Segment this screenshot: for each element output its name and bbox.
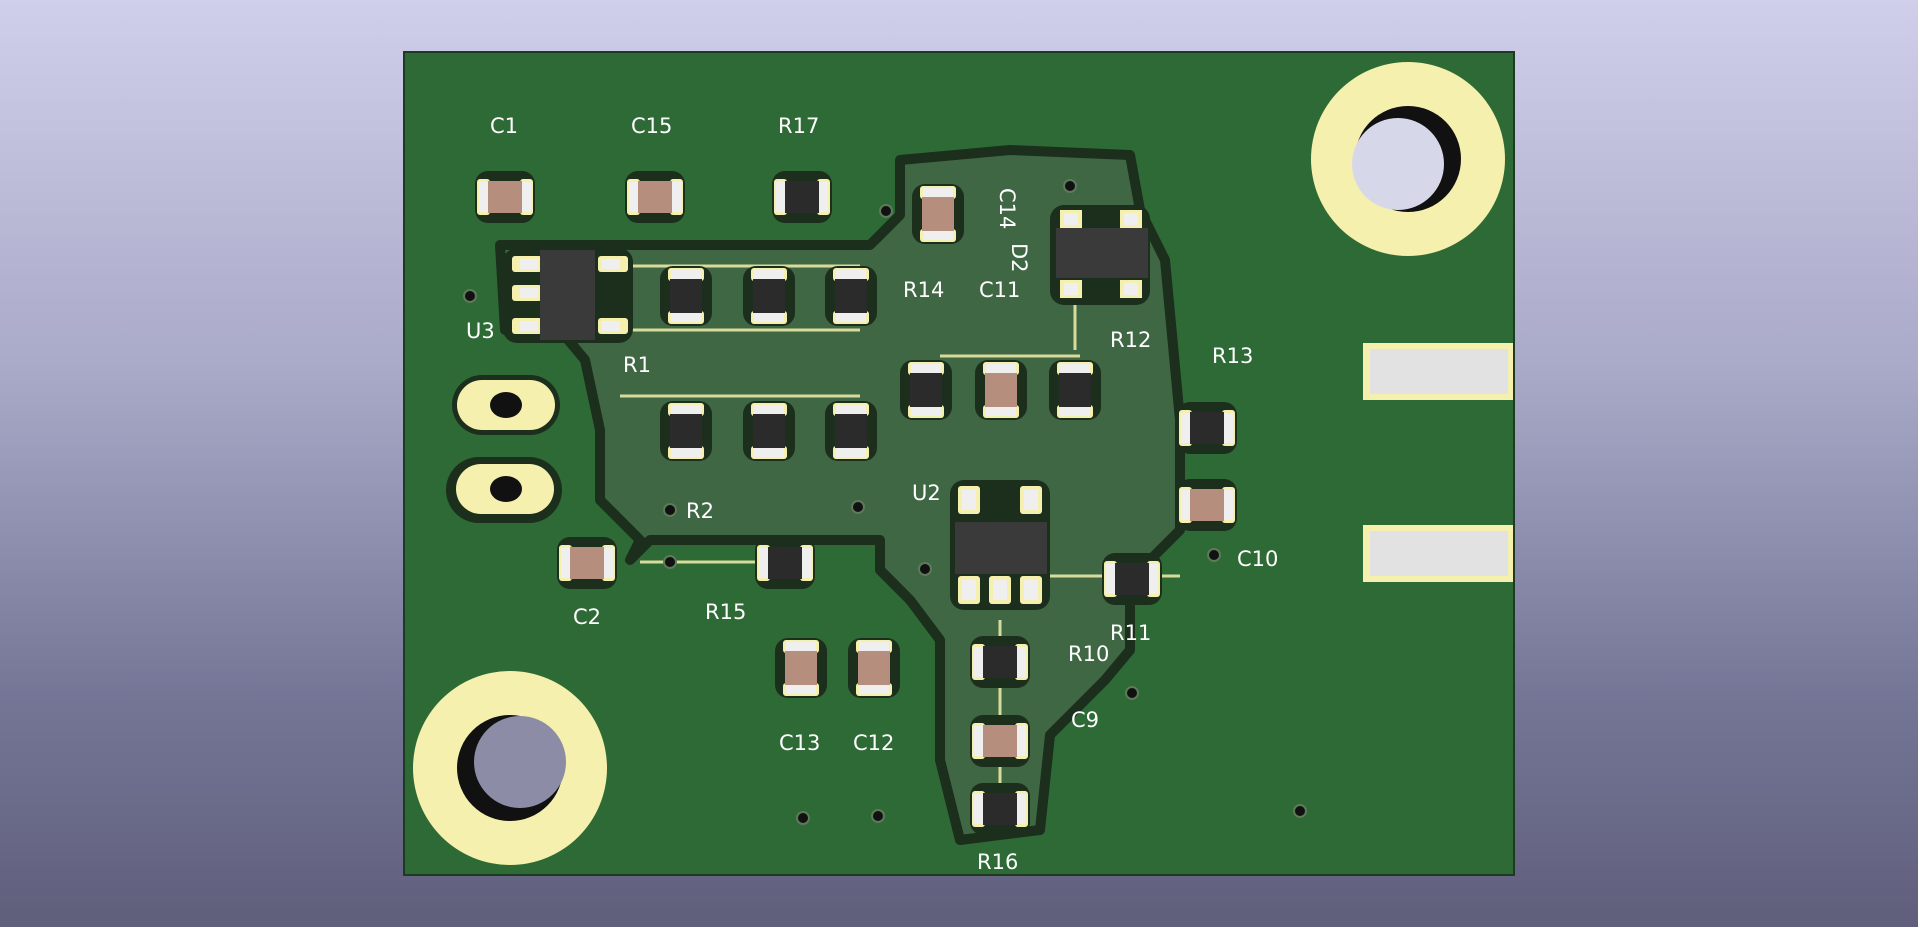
label-c12: C12 [853,731,894,755]
label-r10: R10 [1068,642,1109,666]
resistor-r1c [825,266,877,326]
silkscreen-labels: C1 C15 R17 C14 D2 R14 C11 R12 R13 U3 R1 … [466,114,1278,874]
resistor-r10 [970,636,1030,688]
resistor-r16 [970,783,1030,835]
resistor-r14 [900,360,952,420]
resistor-r1b [743,266,795,326]
resistor-r13 [1177,402,1237,454]
vias [463,179,1307,825]
capacitor-c1 [475,171,535,223]
capacitor-c15 [625,171,685,223]
resistor-r1 [660,266,712,326]
label-c15: C15 [631,114,672,138]
resistor-r17 [772,171,832,223]
label-r2: R2 [686,499,714,523]
label-c13: C13 [779,731,820,755]
ic-u2 [950,480,1050,610]
mounting-hole-bottom-left [413,671,607,865]
label-r11: R11 [1110,621,1151,645]
capacitor-c9 [970,715,1030,767]
label-r17: R17 [778,114,819,138]
label-r15: R15 [705,600,746,624]
resistor-r15 [755,537,815,589]
resistor-r11 [1102,553,1162,605]
label-d2: D2 [1007,243,1031,273]
label-c1: C1 [490,114,518,138]
capacitor-c11 [975,360,1027,420]
label-u2: U2 [912,481,941,505]
label-r14: R14 [903,278,944,302]
label-r1: R1 [623,353,651,377]
capacitor-c10 [1177,479,1237,531]
mounting-hole-top-right [1311,62,1505,256]
label-r16: R16 [977,850,1018,874]
ic-u3 [503,248,633,343]
resistor-r12 [1049,360,1101,420]
label-c9: C9 [1071,708,1099,732]
label-c2: C2 [573,605,601,629]
capacitor-c14 [912,184,964,244]
resistor-r2c [825,401,877,461]
label-c11: C11 [979,278,1020,302]
resistor-r2 [660,401,712,461]
edge-connector-pads [1363,343,1513,582]
capacitor-c2 [557,537,617,589]
capacitor-c12 [848,638,900,698]
capacitor-c13 [775,638,827,698]
label-r13: R13 [1212,344,1253,368]
connector-slot-pads [446,375,562,523]
diode-d2 [1050,205,1150,305]
resistor-r2b [743,401,795,461]
label-c14: C14 [995,188,1019,229]
label-r12: R12 [1110,328,1151,352]
label-c10: C10 [1237,547,1278,571]
label-u3: U3 [466,319,495,343]
